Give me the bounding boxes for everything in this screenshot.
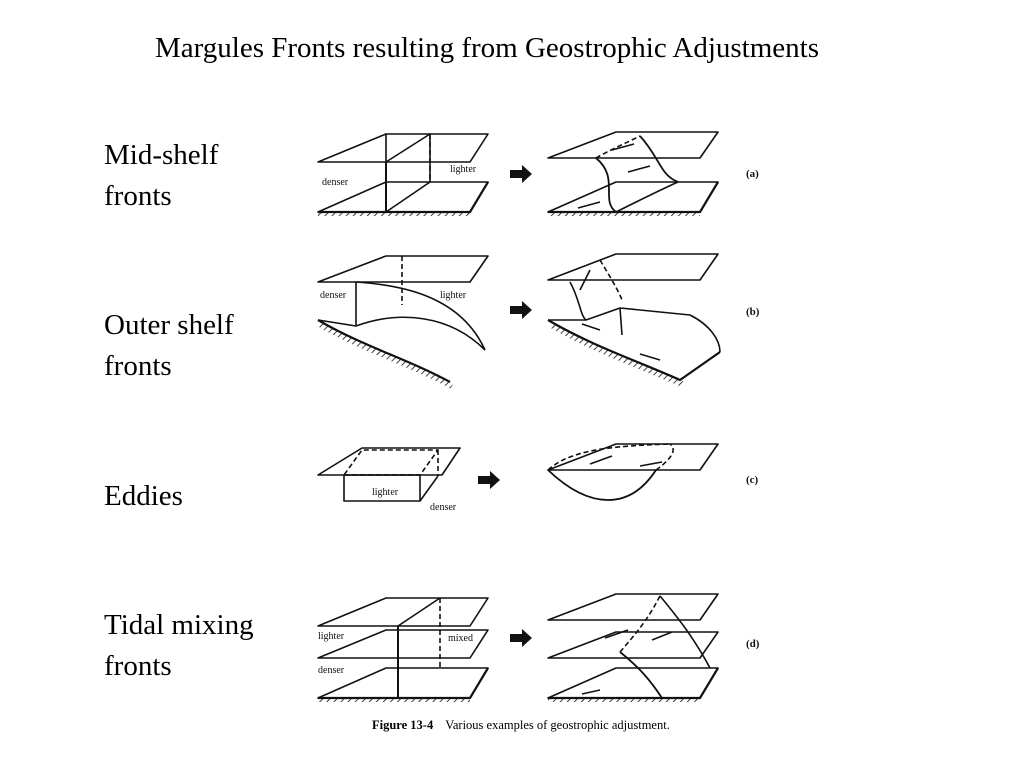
label-mixed: mixed (448, 633, 473, 644)
interface-hidden (595, 135, 641, 159)
panel-letter-b: (b) (746, 306, 760, 318)
front-wall (385, 133, 431, 213)
shelf-surface (548, 307, 721, 353)
panel-a-before (317, 133, 489, 216)
panel-d (317, 593, 719, 702)
panel-c (317, 443, 719, 502)
surface-plane (547, 443, 719, 471)
lens-box (343, 474, 421, 502)
panel-c-after (547, 443, 719, 501)
top-plane (547, 253, 719, 281)
slide-title: Margules Fronts resulting from Geostroph… (155, 32, 819, 64)
top-plane (317, 597, 489, 627)
panel-a-after (547, 131, 719, 216)
lens-top-hidden (343, 449, 439, 476)
panel-letter-a: (a) (746, 168, 759, 180)
middle-plane (547, 631, 719, 659)
row-label-line1: Mid-shelf (104, 139, 219, 171)
lens-bowl (547, 469, 657, 501)
panel-d-after (547, 593, 719, 702)
top-plane (317, 133, 489, 163)
top-plane (547, 131, 719, 159)
tilted-interface-right (639, 135, 679, 183)
label-lighter: lighter (372, 487, 399, 498)
caption-text: Various examples of geostrophic adjustme… (445, 718, 670, 732)
tilted-interface (569, 281, 587, 321)
panel-a (317, 131, 719, 216)
caption-number: Figure 13-4 (372, 718, 434, 732)
top-plane (547, 593, 719, 621)
panel-b-before (317, 255, 489, 389)
flow-arrow (627, 165, 651, 173)
row-label-outer-shelf: Outer shelf fronts (104, 305, 294, 387)
geostrophic-adjustment-figure: denser lighter denser lighter lighter de… (317, 131, 760, 702)
label-denser: denser (318, 665, 345, 676)
sloping-shelf (317, 316, 486, 351)
label-lighter: lighter (318, 631, 345, 642)
flow-arrow (577, 201, 601, 209)
middle-plane (317, 629, 489, 659)
tilted-interface-left (595, 157, 617, 213)
panel-c-before (317, 447, 461, 502)
row-label-line2: fronts (104, 350, 172, 382)
label-lighter: lighter (450, 164, 477, 175)
figure-caption: Figure 13-4 Various examples of geostroph… (372, 718, 670, 733)
panel-b (317, 253, 721, 389)
bottom-plane (547, 181, 719, 213)
panel-b-after (547, 253, 721, 387)
panel-letter-c: (c) (746, 474, 759, 486)
label-denser: denser (322, 177, 349, 188)
bottom-plane (547, 667, 719, 699)
label-lighter: lighter (440, 290, 467, 301)
seabed-hatch (318, 212, 470, 216)
row-label-mid-shelf: Mid-shelf fronts (104, 135, 294, 217)
transition-arrow (510, 165, 532, 183)
flow-arrow (611, 143, 635, 151)
row-label-line1: Outer shelf (104, 309, 234, 341)
panel-d-before (317, 597, 489, 702)
row-label-line2: fronts (104, 180, 172, 212)
row-label-line1: Eddies (104, 480, 183, 512)
interface-front (619, 651, 663, 699)
row-label-line1: Tidal mixing (104, 609, 254, 641)
row-label-tidal-mixing: Tidal mixing fronts (104, 605, 294, 687)
top-plane (317, 255, 489, 283)
row-label-eddies: Eddies (104, 476, 294, 517)
panel-letter-d: (d) (746, 638, 760, 650)
row-label-line2: fronts (104, 650, 172, 682)
label-denser: denser (430, 502, 457, 513)
label-denser: denser (320, 290, 347, 301)
